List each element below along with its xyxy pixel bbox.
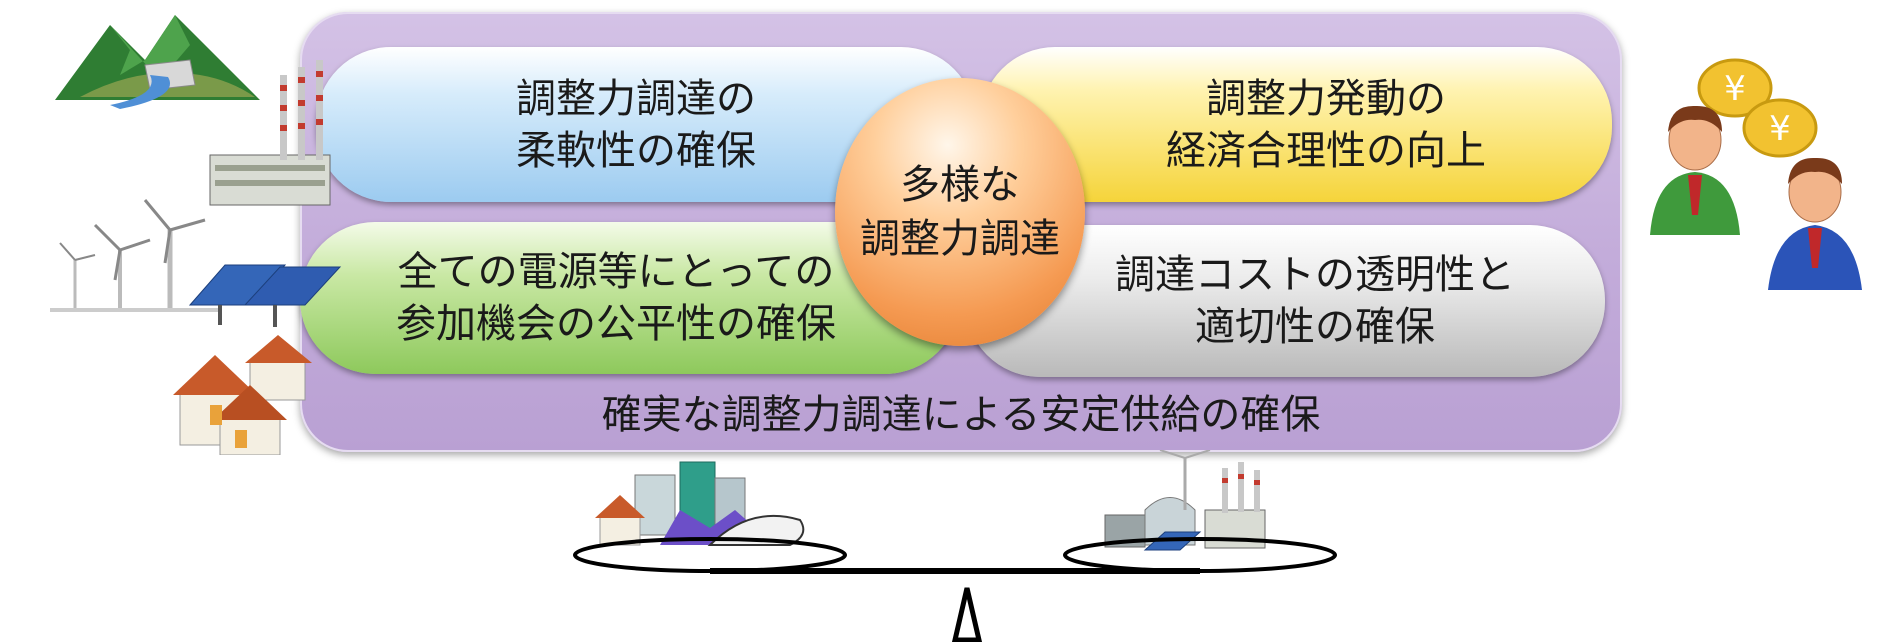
box-economic: 調整力発動の 経済合理性の向上 — [980, 47, 1612, 202]
box-economic-line2: 経済合理性の向上 — [1166, 127, 1486, 174]
box-cost-line1: 調達コストの透明性と — [1115, 252, 1515, 298]
scale-fulcrum-icon — [951, 587, 983, 642]
center-line2: 調整力調達 — [860, 216, 1060, 262]
right-load-icon — [1104, 450, 1266, 551]
person-blue-icon — [1768, 157, 1862, 290]
left-illustrations — [50, 15, 342, 455]
box-economic-line1: 調整力発動の — [1206, 75, 1446, 122]
box-flexibility-line1: 調整力調達の — [516, 75, 756, 122]
factory-icon — [209, 60, 331, 206]
box-fairness-line1: 全ての電源等にとっての — [397, 249, 835, 295]
left-load-icon — [595, 461, 805, 546]
svg-text:¥: ¥ — [1769, 109, 1791, 149]
bottom-caption: 確実な調整力調達による安定供給の確保 — [601, 392, 1321, 438]
mountain-dam-icon — [55, 15, 260, 109]
box-cost-line2: 適切性の確保 — [1195, 304, 1435, 350]
person-green-icon — [1650, 105, 1740, 235]
center-circle: 多様な 調整力調達 — [835, 78, 1085, 346]
scale-beam-icon — [573, 537, 1337, 574]
svg-text:¥: ¥ — [1724, 69, 1746, 109]
center-line1: 多様な — [900, 162, 1020, 208]
houses-icon — [173, 335, 312, 455]
box-fairness-line2: 参加機会の公平性の確保 — [396, 301, 836, 347]
balance-scale — [573, 450, 1337, 642]
solar-panel-icon — [188, 264, 342, 327]
right-illustrations: ¥ ¥ — [1650, 58, 1862, 290]
box-flexibility-line2: 柔軟性の確保 — [516, 127, 756, 174]
wind-turbine-icon — [50, 199, 220, 312]
yen-coin-icon: ¥ ¥ — [1697, 58, 1818, 158]
